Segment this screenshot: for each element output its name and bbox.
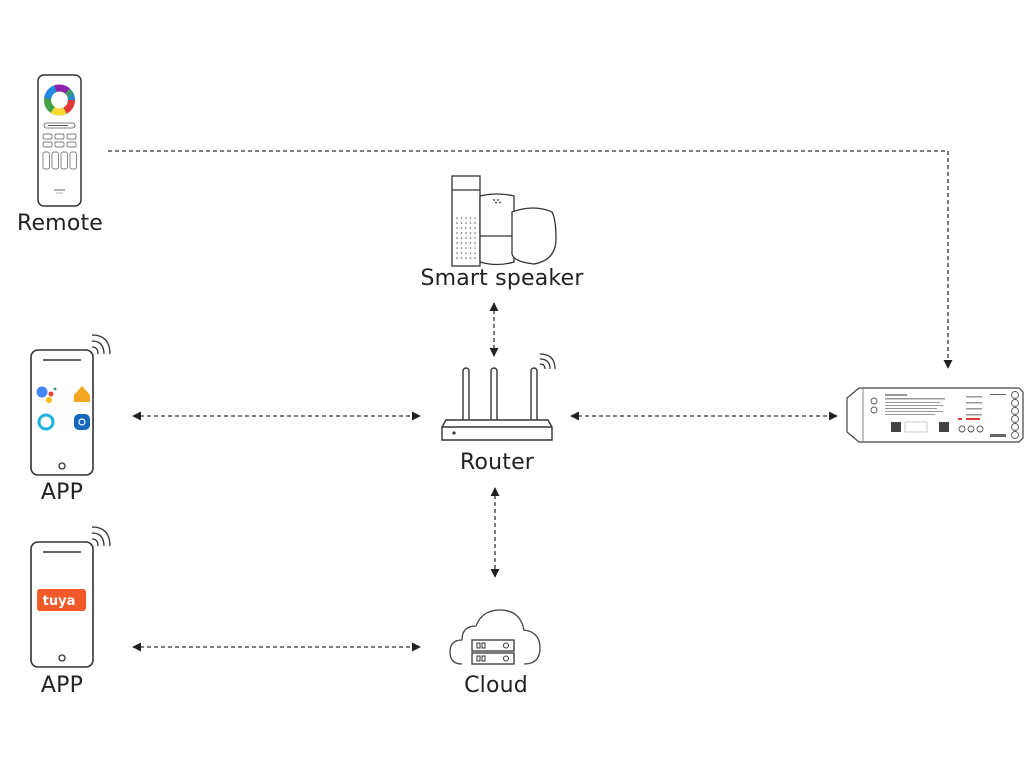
tuya-icon (37, 589, 86, 611)
remote-control-icon (37, 74, 82, 207)
alexa-icon (37, 413, 55, 431)
router-label: Router (459, 450, 535, 475)
smart-speakers-icon (451, 175, 557, 267)
wifi-signal-icon (539, 353, 556, 370)
smartthings-icon (74, 414, 90, 430)
smartphone-icon: tuya (30, 526, 111, 668)
wifi-signal-icon (91, 526, 111, 547)
smartphone-icon (30, 334, 111, 476)
apple-home-icon (74, 386, 90, 402)
wifi-signal-icon (91, 334, 111, 355)
app-label-2: APP (40, 673, 84, 698)
cloud-label: Cloud (464, 673, 528, 698)
led-controller-icon (846, 387, 1024, 443)
remote-label: Remote (16, 211, 104, 236)
svg-text:tuya: tuya (43, 594, 76, 609)
smart-speaker-label: Smart speaker (420, 266, 584, 291)
router-icon (441, 353, 556, 441)
google-assistant-icon (36, 386, 57, 403)
connector-remote-to-controller (108, 150, 953, 369)
app-label-1: APP (40, 480, 84, 505)
cloud-server-icon (449, 609, 541, 665)
